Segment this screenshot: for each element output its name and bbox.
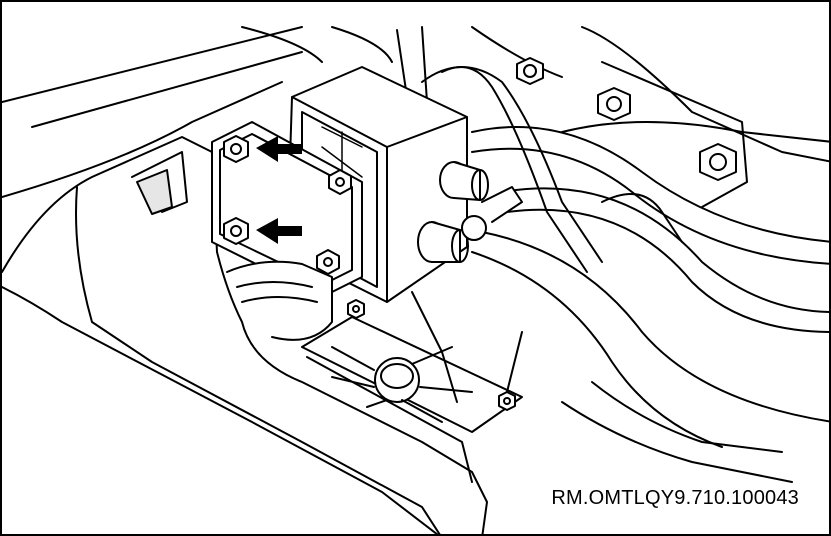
figure-reference-code: RM.OMTLQY9.710.100043 xyxy=(549,487,801,509)
small-nut-top xyxy=(347,299,365,319)
bracket-bolt-right-top xyxy=(328,169,352,195)
fitting-upper xyxy=(439,161,489,201)
bracket-bolt-lower xyxy=(223,217,249,245)
fitting-lower xyxy=(417,186,523,263)
flange-bolts xyxy=(516,57,737,181)
bracket-bolt-upper xyxy=(223,135,249,163)
arrow-upper-bolt xyxy=(256,136,302,162)
bracket-bolt-right-bottom xyxy=(316,249,340,275)
bolt-far-right xyxy=(699,143,737,181)
small-nut-right xyxy=(498,391,516,411)
mounting-bracket xyxy=(211,121,363,298)
bolt-top-right xyxy=(516,57,544,85)
callout-arrows xyxy=(256,136,302,244)
lower-housing xyxy=(226,260,523,483)
hull-panels xyxy=(2,26,829,208)
arrow-lower-bolt xyxy=(256,218,302,244)
bolt-mid-right xyxy=(597,87,631,121)
hoses xyxy=(421,66,829,483)
foreground-cover xyxy=(2,136,488,534)
